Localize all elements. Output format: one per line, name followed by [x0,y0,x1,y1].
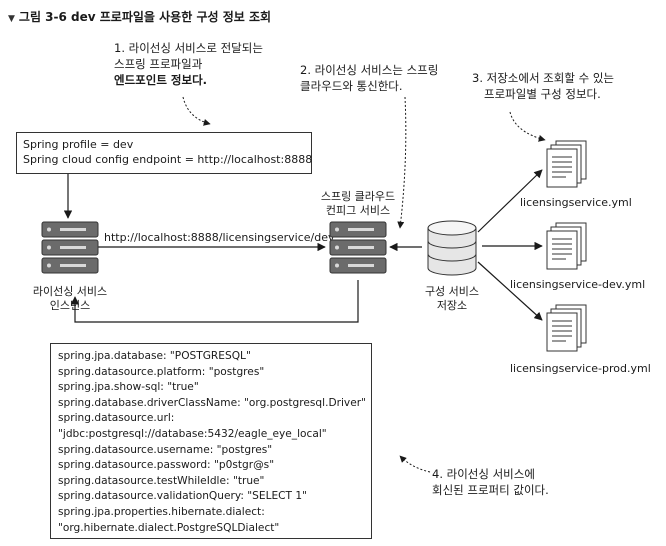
annotation-4-line-2: 회신된 프로퍼티 값이다. [432,483,549,497]
file-name-2: licensingservice-dev.yml [510,278,646,291]
properties-box: spring.jpa.database: "POSTGRESQL" spring… [50,343,372,539]
document-icon [546,304,587,352]
annotation-1: 1. 라이선싱 서비스로 전달되는 스프링 프로파일과 엔드포인트 정보다. [114,40,263,88]
config-service-label-line-2: 컨피그 서비스 [325,204,391,217]
arrow-annotation-2 [397,96,407,229]
annotation-1-line-3: 엔드포인트 정보다. [114,73,208,87]
annotation-3: 3. 저장소에서 조회할 수 있는 프로파일별 구성 정보다. [472,70,614,102]
figure-title: ▼그림 3-6 dev 프로파일을 사용한 구성 정보 조회 [8,8,271,25]
annotation-3-line-2: 프로파일별 구성 정보다. [484,87,601,101]
licensing-service-label-line-2: 인스턴스 [49,299,91,312]
file-name-3: licensingservice-prod.yml [510,362,651,375]
server-stack-icon [41,221,99,274]
document-icon [546,222,587,270]
annotation-2: 2. 라이선싱 서비스는 스프링 클라우드와 통신한다. [300,62,438,94]
annotation-2-line-2: 클라우드와 통신한다. [300,79,403,93]
property-line: "org.hibernate.dialect.PostgreSQLDialect… [58,521,280,534]
arrow-repo-to-file-3 [477,261,543,321]
property-line: spring.datasource.platform: "postgres" [58,365,265,378]
property-line: spring.database.driverClassName: "org.po… [58,396,366,409]
figure-title-text: 그림 3-6 dev 프로파일을 사용한 구성 정보 조회 [18,10,272,24]
property-line: spring.datasource.url: [58,412,175,425]
licensing-service-label: 라이선싱 서비스 인스턴스 [18,285,122,313]
document-icon [546,140,587,188]
property-line: spring.datasource.testWhileIdle: "true" [58,474,265,487]
arrow-repo-to-file-1 [477,169,543,233]
file-name-1: licensingservice.yml [520,196,632,209]
property-line: "jdbc:postgresql://database:5432/eagle_e… [58,427,327,440]
property-line: spring.datasource.username: "postgres" [58,443,273,456]
arrow-annotation-1 [182,96,211,126]
annotation-3-line-1: 3. 저장소에서 조회할 수 있는 [472,71,614,85]
config-service-label: 스프링 클라우드 컨피그 서비스 [306,190,410,218]
annotation-1-line-2: 스프링 프로파일과 [114,57,203,71]
config-service-label-line-1: 스프링 클라우드 [320,190,396,203]
request-url: http://localhost:8888/licensingservice/d… [104,231,335,244]
repository-label: 구성 서비스 저장소 [400,285,504,313]
arrow-annotation-4 [399,455,431,473]
profile-line-1: Spring profile = dev [23,138,134,151]
property-line: spring.datasource.validationQuery: "SELE… [58,490,308,503]
database-icon [427,220,477,276]
config-server-icon [329,221,387,274]
property-line: spring.datasource.password: "p0stgr@s" [58,459,275,472]
annotation-2-line-1: 2. 라이선싱 서비스는 스프링 [300,63,439,77]
annotation-4-line-1: 4. 라이선싱 서비스에 [432,467,535,481]
licensing-service-label-line-1: 라이선싱 서비스 [32,285,108,298]
arrow-response [70,280,359,323]
repository-label-line-1: 구성 서비스 [424,285,480,298]
annotation-1-line-1: 1. 라이선싱 서비스로 전달되는 [114,41,263,55]
arrow-annotation-3 [509,111,546,142]
repository-label-line-2: 저장소 [436,299,468,312]
annotation-4: 4. 라이선싱 서비스에 회신된 프로퍼티 값이다. [432,466,549,498]
property-line: spring.jpa.show-sql: "true" [58,381,199,394]
property-line: spring.jpa.properties.hibernate.dialect: [58,505,265,518]
profile-line-2: Spring cloud config endpoint = http://lo… [23,153,313,166]
collapse-triangle-icon: ▼ [8,14,15,24]
property-line: spring.jpa.database: "POSTGRESQL" [58,350,251,362]
profile-box: Spring profile = dev Spring cloud config… [16,132,312,174]
